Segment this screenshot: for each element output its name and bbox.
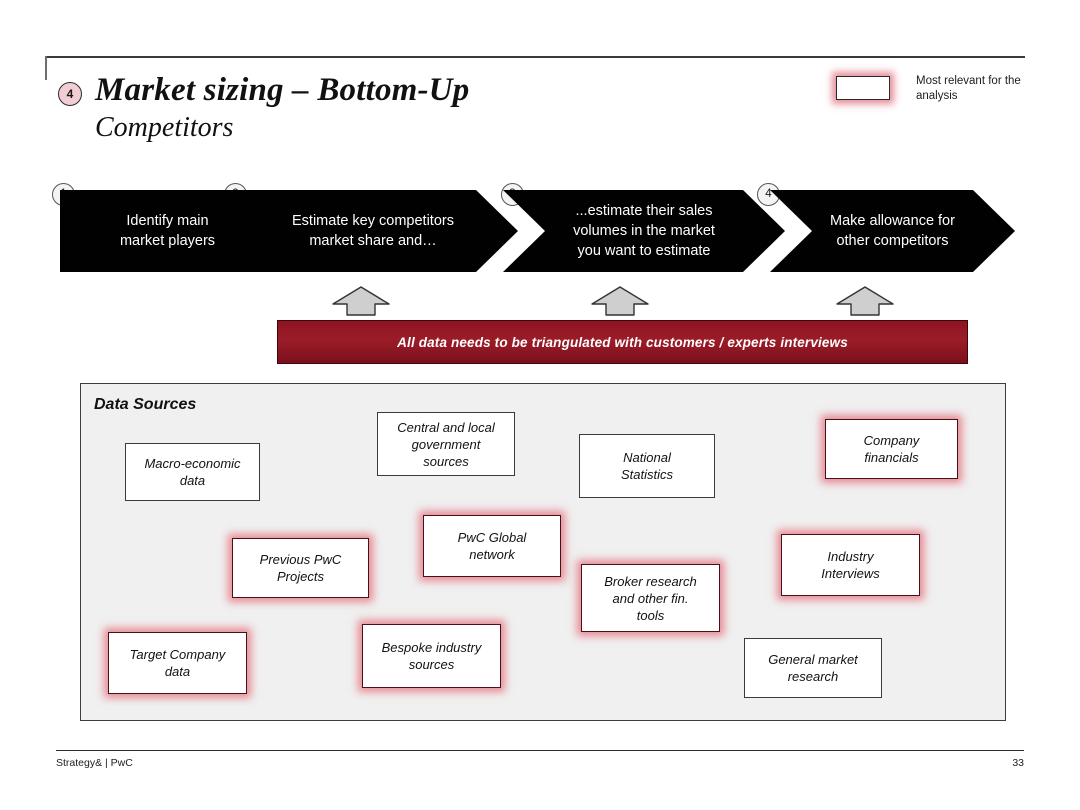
process-step-1: Identify main market players xyxy=(60,190,275,272)
data-source-label: PwC Global network xyxy=(457,530,527,562)
footer-rule xyxy=(56,750,1024,752)
data-source-label: Central and local government sources xyxy=(397,419,495,469)
page-title: Market sizing – Bottom-Up xyxy=(95,72,470,108)
data-source-box: Broker research and other fin. tools xyxy=(581,564,720,632)
page-subtitle: Competitors xyxy=(95,112,234,143)
data-source-box: Previous PwC Projects xyxy=(232,538,369,598)
process-step-label: Identify main market players xyxy=(119,213,216,249)
data-source-box: Company financials xyxy=(825,419,958,479)
data-source-box: Central and local government sources xyxy=(377,412,515,476)
header-corner-tick xyxy=(45,56,47,80)
data-source-label: Industry Interviews xyxy=(821,549,880,581)
data-source-box: General market research xyxy=(744,638,882,698)
header-rule xyxy=(45,56,1025,58)
data-source-label: General market research xyxy=(768,652,858,684)
legend-swatch-icon xyxy=(836,76,890,100)
data-source-label: Broker research and other fin. tools xyxy=(604,573,697,623)
up-arrow-icon xyxy=(331,285,391,317)
footer-page-number: 33 xyxy=(1012,757,1024,769)
up-arrow-icon xyxy=(835,285,895,317)
process-step-3: ...estimate their sales volumes in the m… xyxy=(503,190,785,272)
data-source-box: Target Company data xyxy=(108,632,247,694)
process-step-label: Estimate key competitors market share an… xyxy=(292,213,454,249)
title-step-badge: 4 xyxy=(58,82,82,106)
data-source-box: Industry Interviews xyxy=(781,534,920,596)
data-source-label: Target Company data xyxy=(129,647,226,679)
data-source-label: Macro-economic data xyxy=(144,456,241,488)
process-step-2: Estimate key competitors market share an… xyxy=(228,190,518,272)
data-source-label: Bespoke industry sources xyxy=(381,640,482,672)
up-arrow-icon xyxy=(590,285,650,317)
footer-brand: Strategy& | PwC xyxy=(56,757,133,769)
legend-label: Most relevant for the analysis xyxy=(916,75,1021,102)
data-source-box: National Statistics xyxy=(579,434,715,498)
data-source-label: Previous PwC Projects xyxy=(259,552,342,584)
data-source-box: PwC Global network xyxy=(423,515,561,577)
data-source-box: Macro-economic data xyxy=(125,443,260,501)
triangulation-banner: All data needs to be triangulated with c… xyxy=(277,320,968,364)
process-step-label: Make allowance for other competitors xyxy=(830,213,955,249)
data-source-label: National Statistics xyxy=(620,450,673,482)
data-source-label: Company financials xyxy=(863,433,920,465)
process-step-label: ...estimate their sales volumes in the m… xyxy=(573,203,715,259)
data-sources-title: Data Sources xyxy=(94,396,197,413)
data-source-box: Bespoke industry sources xyxy=(362,624,501,688)
triangulation-banner-label: All data needs to be triangulated with c… xyxy=(397,334,848,350)
process-step-4: Make allowance for other competitors xyxy=(770,190,1015,272)
